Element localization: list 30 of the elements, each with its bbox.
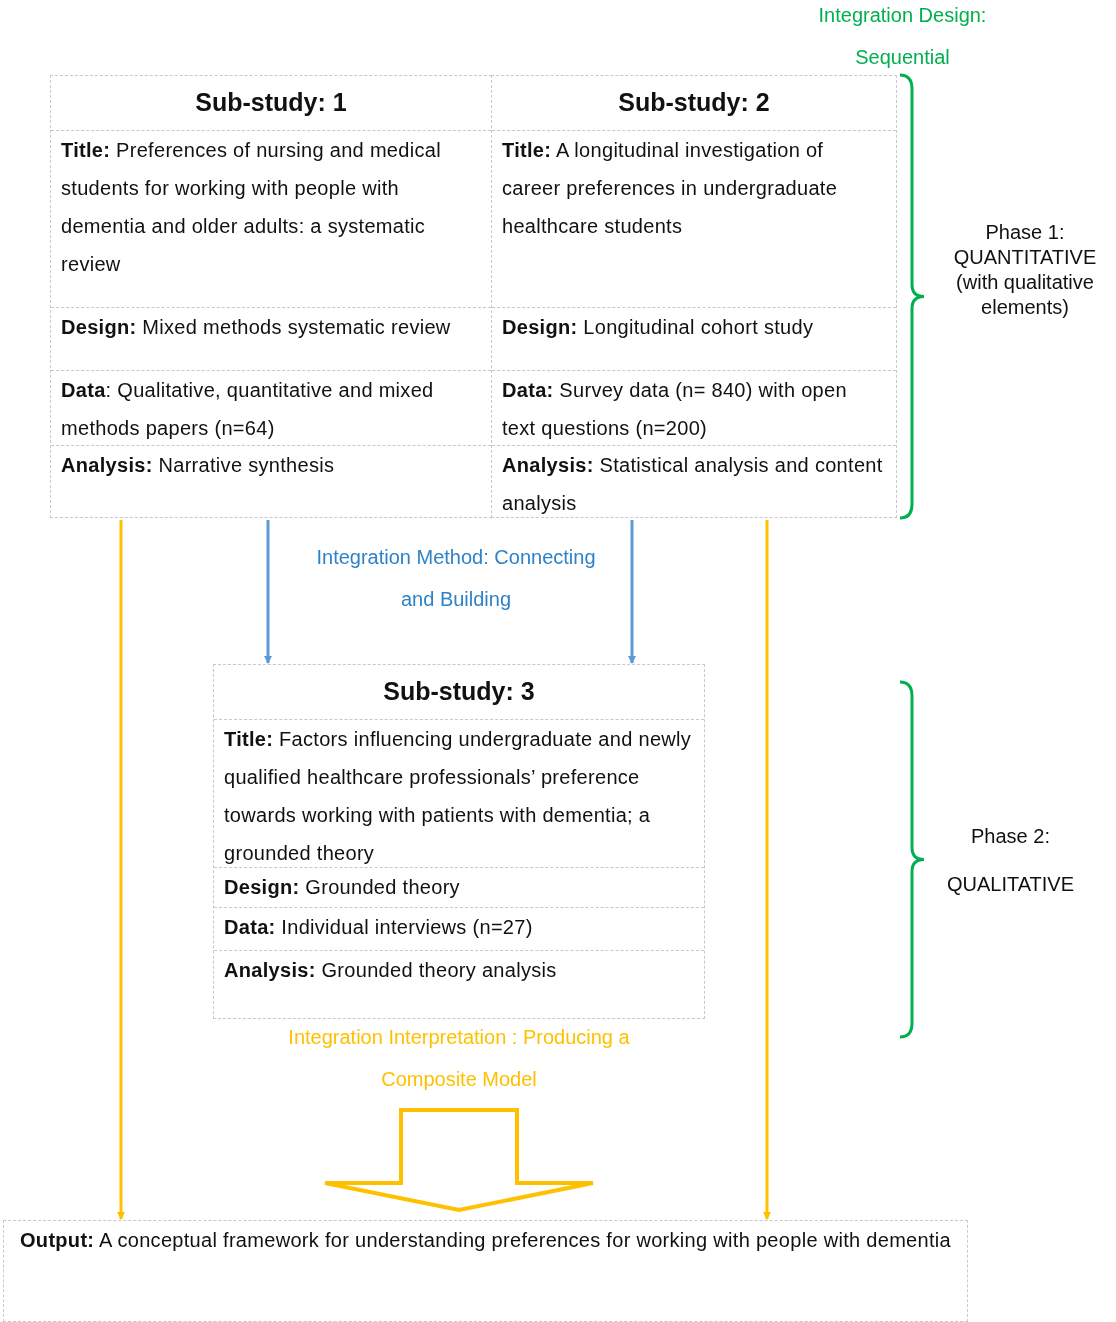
panel-text: Design: Mixed methods systematic review bbox=[61, 315, 452, 340]
annotation-text: Phase 1: QUANTITATIVE (with qualitative elements) bbox=[952, 220, 1098, 320]
annotation-text: Integration Design: Sequential bbox=[817, 3, 988, 70]
arrow bbox=[117, 520, 125, 1220]
panel-text: Analysis: Grounded theory analysis bbox=[224, 958, 558, 983]
arrow bbox=[628, 520, 636, 664]
output-text: Output: A conceptual framework for understanding preferences for working with people with dementia bbox=[19, 1228, 952, 1253]
panel-text: Analysis: Statistical analysis and content analysis bbox=[502, 453, 884, 516]
output-box bbox=[3, 1220, 968, 1322]
panel-text: Analysis: Narrative synthesis bbox=[61, 453, 336, 478]
panel-text: Title: A longitudinal investigation of career preferences in undergraduate healthcare students bbox=[502, 138, 839, 239]
panel-text: Design: Longitudinal cohort study bbox=[502, 315, 815, 340]
panel-text: Title: Factors influencing undergraduate and newly qualified healthcare professionals’ preference towards working with patients with dementia; a grounded theory bbox=[224, 727, 693, 866]
panel-text: Design: Grounded theory bbox=[224, 875, 461, 900]
panel-text: Data: Survey data (n= 840) with open text questions (n=200) bbox=[502, 378, 848, 441]
panel-heading: Sub-study: 3 bbox=[382, 676, 536, 707]
panel-heading: Sub-study: 1 bbox=[194, 87, 348, 118]
study-panel bbox=[491, 75, 897, 518]
panel-text: Data: Individual interviews (n=27) bbox=[224, 915, 534, 940]
block-arrow bbox=[323, 1108, 595, 1213]
panel-text: Data: Qualitative, quantitative and mixed methods papers (n=64) bbox=[61, 378, 435, 441]
panel-heading: Sub-study: 2 bbox=[617, 87, 771, 118]
annotation-text: Integration Method: Connecting and Building bbox=[315, 545, 597, 612]
annotation-text: Phase 2: QUALITATIVE bbox=[945, 824, 1076, 897]
study-panel bbox=[50, 75, 492, 518]
study-panel bbox=[213, 664, 705, 1019]
annotation-text: Integration Interpretation : Producing a Composite Model bbox=[287, 1025, 631, 1092]
panel-text: Title: Preferences of nursing and medical students for working with people with dementia and older adults: a systematic review bbox=[61, 138, 442, 277]
arrow bbox=[763, 520, 771, 1220]
arrow bbox=[264, 520, 272, 664]
